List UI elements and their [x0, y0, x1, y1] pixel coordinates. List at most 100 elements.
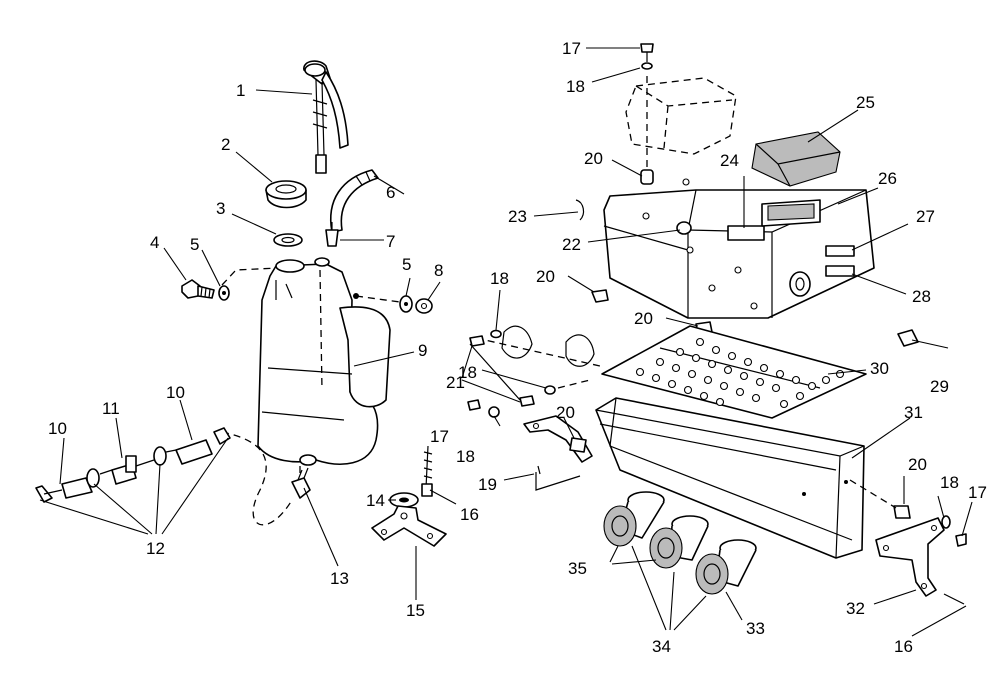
callout-16-right: 16 — [894, 637, 913, 656]
callout-17-right: 17 — [968, 483, 987, 502]
dipstick — [303, 60, 349, 174]
callout-20-bracket: 20 — [556, 403, 575, 422]
oil-line-path — [221, 431, 293, 526]
callout-20-top: 20 — [584, 149, 603, 168]
vent-fitting — [325, 222, 339, 247]
callout-29: 29 — [930, 377, 949, 396]
oil-line-assembly — [35, 427, 231, 503]
callout-14: 14 — [366, 491, 385, 510]
callout-18-left: 18 — [456, 447, 475, 466]
bolt-4 — [181, 279, 215, 299]
washer-18-upper — [490, 329, 502, 339]
washer-18-top — [641, 62, 653, 70]
callout-19: 19 — [478, 475, 497, 494]
boot-33 — [695, 539, 757, 595]
callout-18-mid: 18 — [458, 363, 477, 382]
mount-brackets — [475, 325, 601, 367]
callout-10-right: 10 — [166, 383, 185, 402]
airbox-base-31 — [595, 397, 865, 559]
washer-18-mid — [544, 385, 556, 395]
boot-1 — [603, 491, 665, 547]
callout-24: 24 — [720, 151, 739, 170]
boot-2 — [649, 515, 709, 569]
callout-25: 25 — [856, 93, 875, 112]
cap-gasket — [273, 233, 303, 247]
part-29 — [897, 329, 919, 347]
grommet-20-lid — [591, 289, 609, 303]
callout-10-left: 10 — [48, 419, 67, 438]
nut-8 — [415, 298, 433, 314]
callout-3: 3 — [216, 199, 225, 218]
screw-17-side — [955, 533, 967, 547]
callout-15: 15 — [406, 601, 425, 620]
leader-lines — [39, 47, 973, 637]
callout-20-center: 20 — [634, 309, 653, 328]
callout-4: 4 — [150, 233, 159, 252]
screw-17-left — [467, 399, 481, 411]
callout-13: 13 — [330, 569, 349, 588]
callout-33: 33 — [746, 619, 765, 638]
filter-element-25 — [751, 131, 841, 187]
callout-1: 1 — [236, 81, 245, 100]
seal-23 — [575, 199, 585, 221]
callout-5-right: 5 — [402, 255, 411, 274]
callout-11: 11 — [102, 399, 120, 418]
screw-21-path — [557, 379, 591, 389]
callout-9: 9 — [418, 341, 427, 360]
callout-23: 23 — [508, 207, 527, 226]
washer-18-left — [488, 406, 500, 418]
screw-21-lower — [519, 395, 535, 407]
foam-block-ghost — [625, 77, 737, 155]
callout-35: 35 — [568, 559, 587, 578]
screw-21-bracket-line — [469, 343, 521, 401]
callout-8: 8 — [434, 261, 443, 280]
stud-path — [355, 295, 401, 303]
callout-20-side: 20 — [908, 455, 927, 474]
grommet-20-top — [640, 169, 654, 185]
tank-bracket-15 — [371, 505, 447, 547]
callout-18-upper: 18 — [490, 269, 509, 288]
callout-31: 31 — [904, 403, 923, 422]
silencer-screen-30 — [601, 325, 867, 419]
callout-32: 32 — [846, 599, 865, 618]
callout-17-left: 17 — [430, 427, 449, 446]
callout-21: 21 — [446, 373, 465, 392]
callout-27: 27 — [916, 207, 935, 226]
stud-16 — [421, 445, 433, 497]
oil-tank — [257, 257, 391, 466]
screw-21-upper — [469, 335, 485, 347]
airbox-lid-26 — [603, 178, 875, 319]
fitting-13 — [291, 467, 311, 499]
callout-17-top: 17 — [562, 39, 581, 58]
callout-6: 6 — [386, 183, 395, 202]
callout-30: 30 — [870, 359, 889, 378]
intake-boots — [603, 491, 757, 595]
washer-5-right — [399, 295, 413, 313]
stud-16-right — [943, 593, 965, 605]
isolator-14 — [389, 492, 419, 508]
callout-28: 28 — [912, 287, 931, 306]
clip-22 — [676, 221, 692, 235]
washer-18-side — [941, 515, 951, 529]
callout-5-left: 5 — [190, 235, 199, 254]
washer-5-left — [218, 285, 230, 301]
bolt-path — [221, 267, 279, 286]
grommet-20-base — [569, 437, 587, 453]
grommet-20-side — [893, 505, 911, 519]
callout-7: 7 — [386, 232, 395, 251]
vent-hose — [330, 169, 379, 233]
bracket-19 — [523, 415, 593, 491]
side-mount-path — [849, 479, 897, 509]
callout-18-right: 18 — [940, 473, 959, 492]
filler-cap — [265, 180, 307, 209]
callout-16-left: 16 — [460, 505, 479, 524]
callout-2: 2 — [221, 135, 230, 154]
screw-17-top — [640, 43, 654, 62]
callout-12: 12 — [146, 539, 165, 558]
callout-labels: 1 2 3 4 5 5 6 7 8 9 10 10 11 12 13 14 15… — [48, 39, 987, 656]
callout-20-lid: 20 — [536, 267, 555, 286]
callout-34: 34 — [652, 637, 671, 656]
bracket-32 — [875, 517, 945, 597]
callout-26: 26 — [878, 169, 897, 188]
